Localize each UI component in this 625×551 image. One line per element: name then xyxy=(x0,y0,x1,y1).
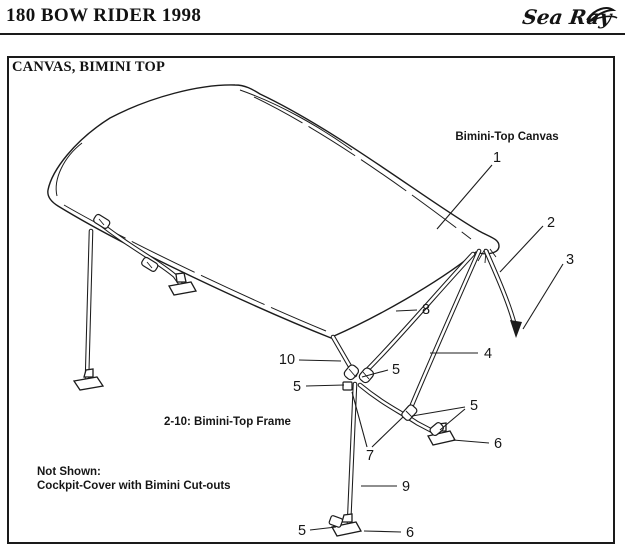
canvas-top-seam xyxy=(253,96,472,240)
brand-flourish-icon xyxy=(586,7,618,23)
leader-lines xyxy=(298,164,564,533)
page-title: 180 BOW RIDER 1998 xyxy=(6,5,202,26)
canvas-top-corner-seam xyxy=(239,89,353,151)
callout-9: 9 xyxy=(402,479,410,495)
callout-6-strut: 6 xyxy=(494,436,502,452)
canvas-left-corner-seam xyxy=(55,142,83,197)
callout-8: 8 xyxy=(422,302,430,318)
not-shown-title: Not Shown: xyxy=(37,466,101,478)
callout-7: 7 xyxy=(366,448,374,464)
callout-2: 2 xyxy=(547,215,555,231)
diagram-panel-border xyxy=(7,56,615,544)
callout-5-joint-right: 5 xyxy=(392,362,400,378)
brand-logo: Sea Ray xyxy=(481,0,621,39)
callout-1: 1 xyxy=(493,150,501,166)
canvas-outline xyxy=(47,84,500,339)
frame-label: 2-10: Bimini-Top Frame xyxy=(164,416,291,428)
frame-tubes xyxy=(84,221,518,527)
callout-3: 3 xyxy=(566,252,574,268)
callout-5-strut: 5 xyxy=(470,398,478,414)
header-divider xyxy=(0,33,625,35)
callout-4: 4 xyxy=(484,346,492,362)
brand-name: Sea Ray xyxy=(521,5,614,29)
brand-logo-svg: Sea Ray xyxy=(521,5,618,29)
callout-5-bottom: 5 xyxy=(298,523,306,539)
callout-6-bottom: 6 xyxy=(406,525,414,541)
callout-numbers: 1 2 3 4 8 10 5 5 5 6 7 9 5 6 xyxy=(279,150,574,541)
panel-title: CANVAS, BIMINI TOP xyxy=(12,59,166,75)
callout-10: 10 xyxy=(279,352,295,368)
not-shown-note: Not Shown: Cockpit-Cover with Bimini Cut… xyxy=(37,466,231,493)
canvas-label: Bimini-Top Canvas xyxy=(455,131,559,143)
callout-5-joint-left: 5 xyxy=(293,379,301,395)
strap-arrowhead xyxy=(510,320,522,338)
not-shown-item: Cockpit-Cover with Bimini Cut-outs xyxy=(37,479,231,492)
deck-mounts xyxy=(72,272,456,537)
